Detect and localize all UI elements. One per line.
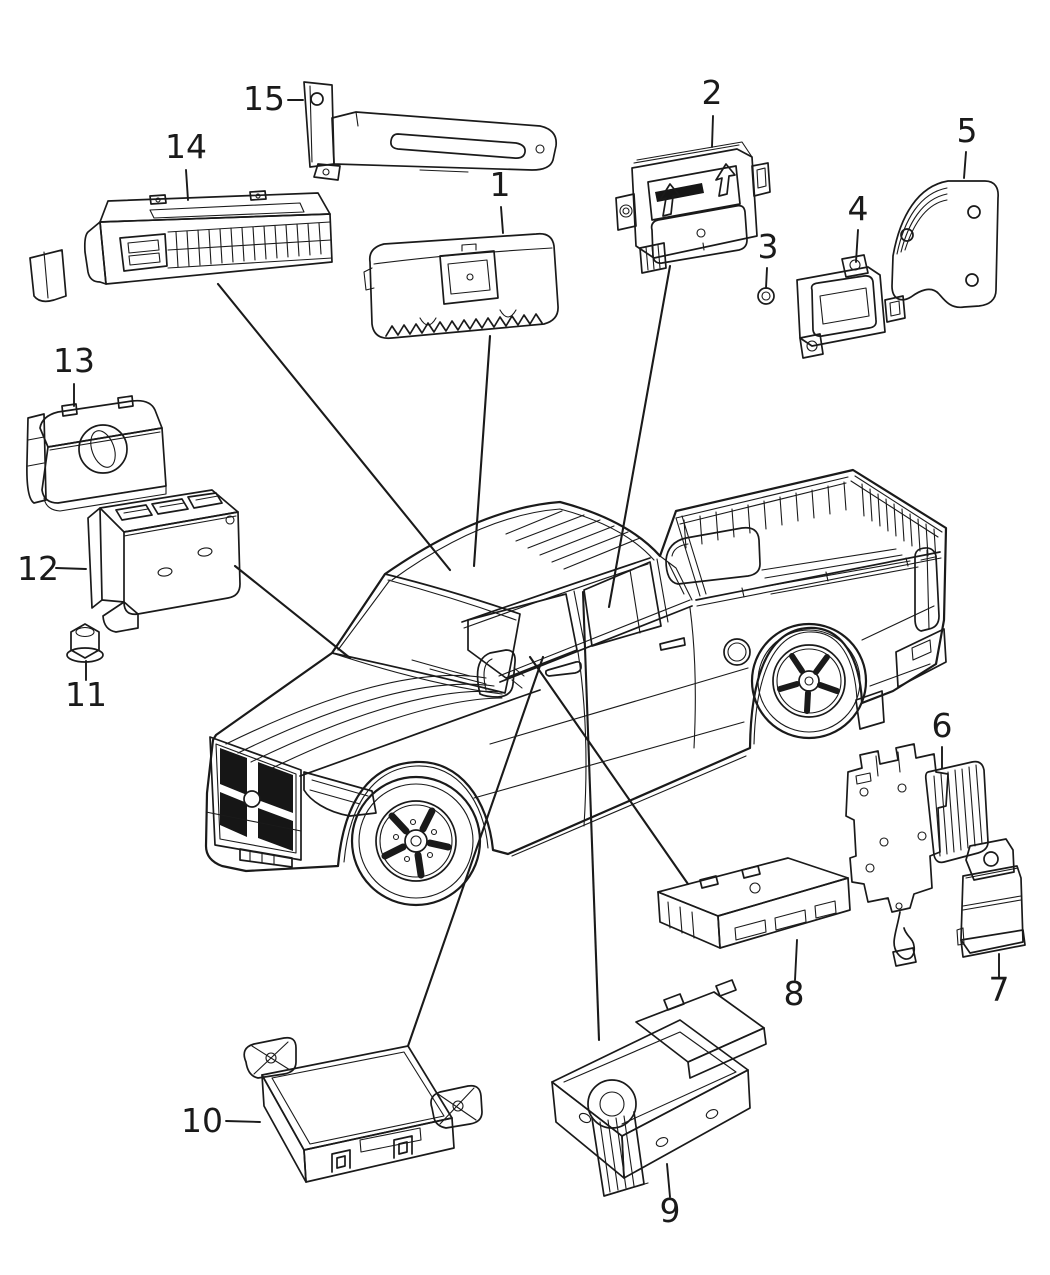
part-13-cover-housing (26, 395, 167, 512)
callout-label-14: 14 (165, 127, 207, 166)
callout-leader-1 (472, 334, 492, 568)
callout-leader-10 (406, 655, 545, 1048)
truck-illustration (204, 468, 948, 907)
callout-label-12: 12 (17, 549, 59, 588)
truck-bed (665, 475, 943, 607)
door-handle-rear (659, 637, 686, 651)
part-3-nut (757, 287, 775, 305)
callout-leader-14 (216, 282, 452, 572)
part-12-module (87, 489, 241, 633)
part-11-flange-nut (66, 623, 104, 663)
rear-door-window (583, 561, 662, 647)
callout-leader-9 (581, 590, 601, 1042)
headlight (303, 771, 377, 817)
callout-leader-2 (607, 264, 672, 609)
isolator-wing (243, 1036, 297, 1079)
part-6-bracket-assembly (845, 743, 989, 967)
callout-tick-2 (711, 115, 714, 148)
side-mirror (476, 649, 516, 698)
hood-lines (225, 674, 541, 777)
callout-tick-8 (794, 939, 798, 981)
callout-tick-9 (666, 1163, 671, 1198)
fuel-door (723, 638, 751, 666)
callout-tick-3 (765, 267, 768, 289)
part-2-module (615, 141, 771, 274)
callout-tick-10 (225, 1120, 261, 1123)
callout-label-5: 5 (957, 111, 978, 150)
part-4-sensor-module (796, 254, 906, 359)
part-8-module (657, 857, 851, 949)
rear-wheel (750, 622, 868, 740)
part-5-shield-plate (891, 180, 999, 309)
callout-label-3: 3 (758, 227, 779, 266)
part-1-module (363, 232, 559, 340)
callout-tick-4 (855, 229, 859, 263)
up-arrow-icon (715, 163, 736, 197)
callout-label-8: 8 (784, 974, 805, 1013)
part-9-module (551, 979, 767, 1197)
callout-label-6: 6 (932, 706, 953, 745)
part-15-mounting-bracket (303, 81, 558, 181)
callout-leader-12 (233, 564, 352, 660)
front-wheel (350, 775, 482, 907)
part-14-control-module (29, 190, 333, 303)
up-arrow-icon (659, 183, 680, 217)
ram-badge (243, 790, 261, 808)
callout-label-15: 15 (243, 79, 285, 118)
callout-label-10: 10 (181, 1101, 223, 1140)
grille (209, 736, 302, 861)
callout-label-1: 1 (490, 165, 511, 204)
callout-label-2: 2 (702, 73, 723, 112)
callout-label-4: 4 (848, 189, 869, 228)
callout-label-9: 9 (660, 1191, 681, 1230)
truck-body-outline (204, 468, 948, 873)
callout-tick-12 (55, 567, 87, 570)
door-handle-front (544, 660, 582, 677)
roof-ribs (505, 510, 641, 570)
callout-leader-8 (528, 655, 690, 886)
part-7-relay-module (956, 838, 1026, 958)
callout-label-11: 11 (65, 675, 107, 714)
callout-label-13: 13 (53, 341, 95, 380)
callout-label-7: 7 (989, 970, 1010, 1009)
callout-tick-1 (500, 206, 504, 234)
callout-tick-14 (185, 169, 189, 201)
part-10-module (243, 1036, 483, 1183)
taillight (914, 547, 940, 632)
windshield (331, 573, 521, 694)
callout-tick-5 (963, 151, 967, 179)
isolator-wing (430, 1084, 483, 1129)
